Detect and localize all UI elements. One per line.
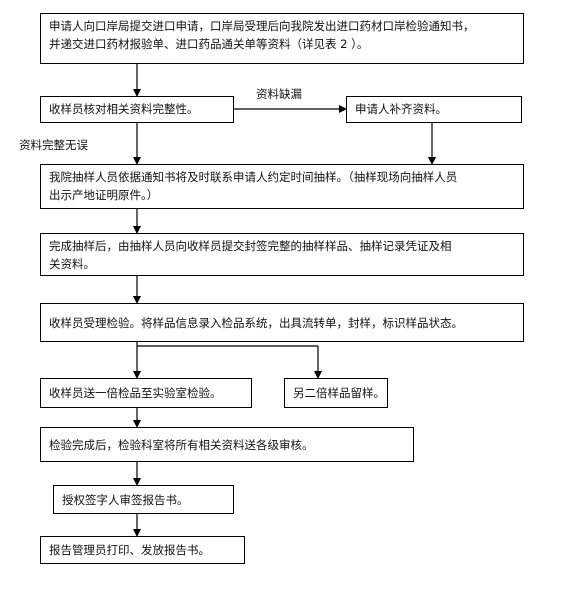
step-sign-report: 授权签字人审签报告书。: [53, 485, 234, 514]
step-retain-samples: 另二倍样品留样。: [284, 378, 388, 408]
step-supplement: 申请人补齐资料。: [346, 96, 522, 123]
step-submit-line2: 关资料。: [49, 257, 95, 271]
step-apply-line1: 申请人向口岸局提交进口申请，口岸局受理后向我院发出进口药材口岸检验通知书，: [49, 19, 475, 33]
step-check-completeness: 收样员核对相关资料完整性。: [40, 96, 234, 123]
step-issue-report: 报告管理员打印、发放报告书。: [40, 536, 245, 564]
step-accept-samples: 收样员受理检验。将样品信息录入检品系统，出具流转单，封样，标识样品状态。: [40, 303, 524, 342]
step-sampling-line1: 我院抽样人员依据通知书将及时联系申请人约定时间抽样。（抽样现场向抽样人员: [49, 170, 458, 184]
step-retain-text: 另二倍样品留样。: [293, 386, 385, 400]
step-sampling-line2: 出示产地证明原件。）: [49, 188, 159, 202]
step-sign-text: 授权签字人审签报告书。: [62, 493, 189, 507]
step-sampling-appointment: 我院抽样人员依据通知书将及时联系申请人约定时间抽样。（抽样现场向抽样人员 出示产…: [40, 164, 524, 209]
step-issue-text: 报告管理员打印、发放报告书。: [49, 543, 210, 557]
step-submit-line1: 完成抽样后，由抽样人员向收样员提交封签完整的抽样样品、抽样记录凭证及相: [49, 239, 452, 253]
label-docs-complete: 资料完整无误: [19, 138, 88, 152]
step-review: 检验完成后，检验科室将所有相关资料送各级审核。: [40, 427, 414, 462]
step-review-text: 检验完成后，检验科室将所有相关资料送各级审核。: [49, 438, 314, 452]
step-apply: 申请人向口岸局提交进口申请，口岸局受理后向我院发出进口药材口岸检验通知书， 并递…: [40, 13, 524, 64]
step-submit-samples: 完成抽样后，由抽样人员向收样员提交封签完整的抽样样品、抽样记录凭证及相 关资料。: [40, 233, 524, 276]
step-accept-text: 收样员受理检验。将样品信息录入检品系统，出具流转单，封样，标识样品状态。: [49, 316, 463, 330]
step-send-to-lab-text: 收样员送一倍检品至实验室检验。: [49, 386, 222, 400]
step-apply-line2: 并递交进口药材报验单、进口药品通关单等资料（详见表 2 ）。: [49, 37, 369, 51]
step-supplement-text: 申请人补齐资料。: [355, 102, 447, 116]
label-missing-docs: 资料缺漏: [256, 87, 302, 101]
step-check-completeness-text: 收样员核对相关资料完整性。: [49, 102, 199, 116]
step-send-to-lab: 收样员送一倍检品至实验室检验。: [40, 378, 252, 408]
